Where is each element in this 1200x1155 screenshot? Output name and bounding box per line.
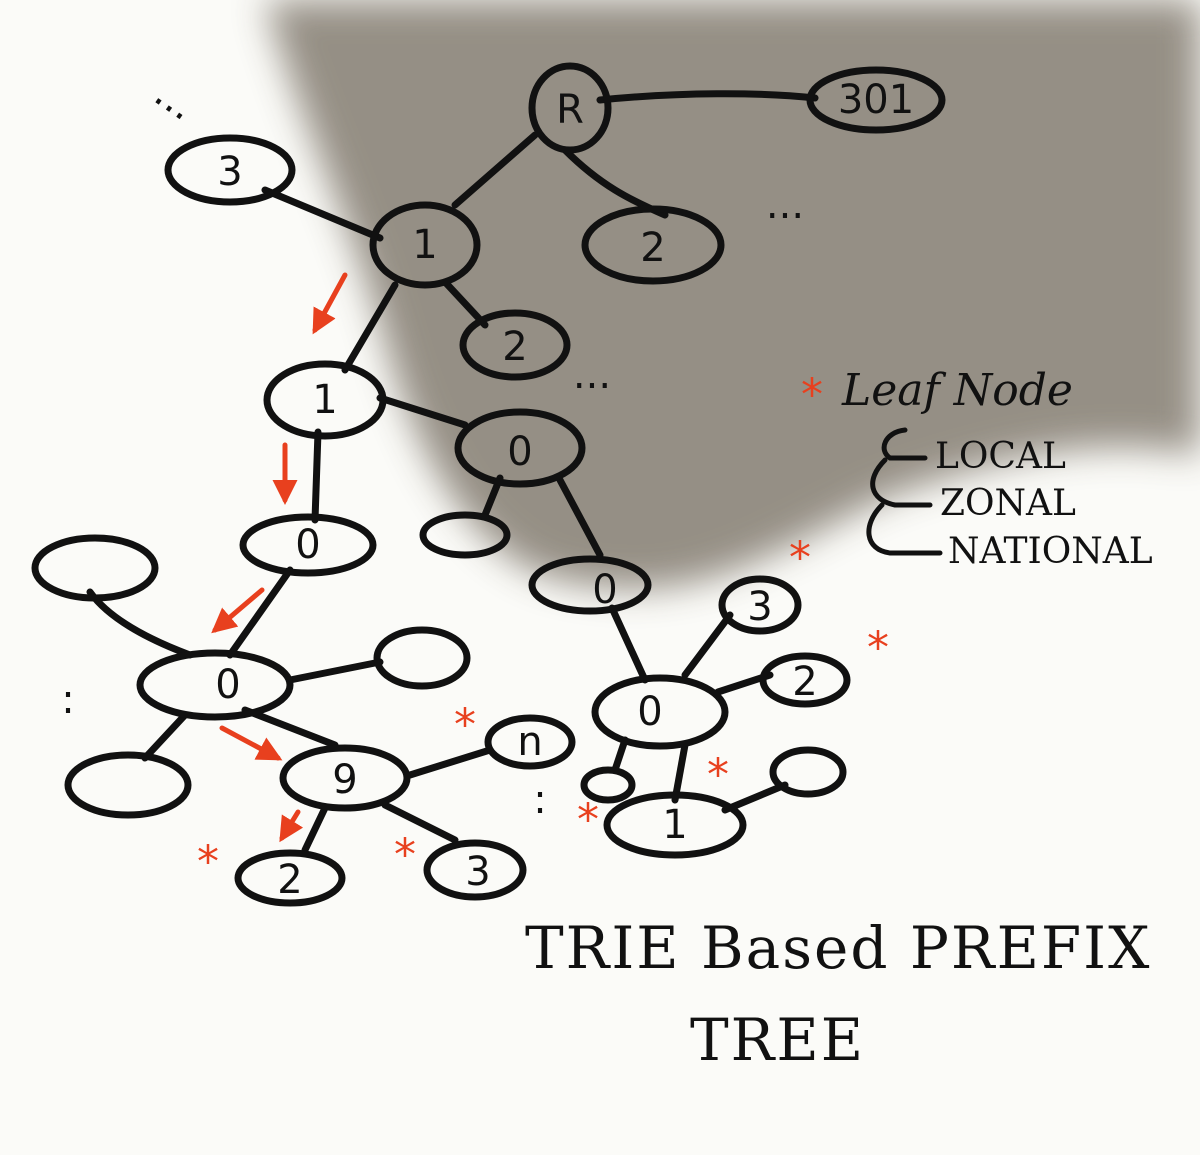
- node-3d: [718, 575, 802, 635]
- node-0e: [528, 555, 652, 615]
- node-1b: [263, 360, 387, 440]
- leaf-star-1c-a: *: [707, 750, 729, 801]
- legend-star: *: [801, 370, 823, 421]
- node-0b: [454, 408, 586, 488]
- node-2b: [459, 309, 571, 381]
- node-small: [580, 766, 636, 804]
- edge-0c-lowblob: [141, 711, 189, 762]
- edge-1b-0a: [311, 428, 322, 524]
- edge-1b-0b: [376, 394, 469, 429]
- node-3c: [423, 839, 527, 901]
- edge-0d-small: [611, 736, 629, 774]
- arrow-5: [279, 809, 304, 843]
- ellipsis-right-2a: ...: [766, 182, 804, 228]
- node-leaf-empty-c: [373, 626, 471, 690]
- node-2c: [234, 849, 346, 907]
- edge-0e-0d: [608, 604, 649, 684]
- node-1a: [369, 201, 481, 289]
- ellipsis-n: :: [533, 777, 546, 823]
- edge-9-3c: [381, 801, 459, 844]
- node-root: [528, 62, 612, 154]
- legend-title: Leaf Node: [841, 365, 1073, 416]
- leaf-star-3c: *: [394, 830, 416, 881]
- edge-1a-1b: [341, 281, 399, 374]
- ellipsis-right-2b: ...: [573, 352, 611, 398]
- node-9: [279, 744, 411, 812]
- label-9: 9: [332, 757, 357, 803]
- legend: * Leaf Node LOCAL ZONAL NATIONAL: [801, 365, 1153, 572]
- label-2d: 2: [792, 659, 817, 705]
- edge-1a-2b: [441, 278, 489, 329]
- label-3c: 3: [465, 849, 490, 895]
- label-3d: 3: [747, 584, 772, 630]
- leaf-star-3d: *: [789, 533, 811, 584]
- edge-root-1a: [451, 131, 539, 209]
- ellipsis-topleft: ...: [146, 70, 204, 130]
- edge-root-301: [596, 90, 819, 104]
- label-1a: 1: [412, 222, 437, 268]
- shadow-region: [265, 0, 1200, 589]
- label-2a: 2: [640, 225, 665, 271]
- edge-9-2c: [301, 804, 329, 854]
- node-leaf-empty-b: [31, 534, 159, 602]
- label-0e: 0: [592, 567, 617, 613]
- edge-9-n: [406, 746, 494, 779]
- label-301: 301: [838, 77, 914, 123]
- node-leaf-empty-d: [64, 751, 192, 819]
- title-line-1: TRIE Based PREFIX: [525, 914, 1151, 982]
- legend-item-local: LOCAL: [935, 436, 1066, 477]
- label-0a: 0: [295, 522, 320, 568]
- leaf-star-2c: *: [197, 837, 219, 888]
- label-2b: 2: [502, 324, 527, 370]
- node-301: [806, 66, 946, 134]
- legend-item-national: NATIONAL: [948, 531, 1153, 572]
- leaf-star-2d: *: [867, 623, 889, 674]
- legend-item-zonal: ZONAL: [940, 483, 1076, 524]
- label-1c: 1: [662, 802, 687, 848]
- node-2d: [759, 652, 851, 708]
- node-0c: [136, 649, 294, 721]
- arrow-4: [219, 725, 283, 761]
- node-0a: [239, 513, 377, 577]
- node-leaf-empty-a: [419, 511, 511, 559]
- traversal-arrows: [211, 272, 348, 843]
- node-labels: R 301 3 1 2 2 1 0 0 0 0 3 2 0 9 n 1 2 3: [215, 77, 914, 903]
- ellipsis-marks: ... ... ... : :: [61, 70, 804, 823]
- leaf-markers: * * * * * * *: [197, 533, 889, 888]
- title-line-2: TREE: [690, 1006, 865, 1074]
- edge-leftblob-0c: [86, 588, 194, 659]
- leaf-star-n: *: [454, 700, 476, 751]
- node-leaf-empty-e: [769, 746, 847, 798]
- edge-0c-rblob: [286, 658, 384, 684]
- label-root: R: [556, 87, 584, 133]
- ellipsis-left-0c: :: [61, 677, 74, 723]
- legend-bracket: [866, 427, 943, 556]
- edge-0d-3d: [681, 611, 734, 679]
- node-1c: [603, 791, 747, 859]
- node-0d: [591, 674, 729, 750]
- edge-0d-1c: [671, 741, 689, 804]
- edge-0c-9: [241, 706, 339, 749]
- label-0c: 0: [215, 662, 240, 708]
- node-2a: [581, 205, 725, 285]
- node-n: [484, 714, 576, 770]
- diagram-title: TRIE Based PREFIX TREE: [525, 914, 1151, 1074]
- edge-3top-1a: [261, 186, 384, 242]
- edge-0b-0e: [556, 476, 604, 559]
- label-0b: 0: [507, 429, 532, 475]
- edge-1c-blob: [721, 781, 789, 814]
- arrow-1: [312, 272, 348, 335]
- label-n: n: [517, 719, 542, 765]
- label-3top: 3: [217, 149, 242, 195]
- node-3top: [164, 134, 296, 206]
- label-1b: 1: [312, 377, 337, 423]
- arrow-3: [211, 587, 265, 634]
- label-0d: 0: [637, 689, 662, 735]
- leaf-star-1c-b: *: [577, 795, 599, 846]
- label-2c: 2: [277, 857, 302, 903]
- edge-0a-0c: [226, 566, 294, 659]
- tree-nodes: [31, 62, 946, 907]
